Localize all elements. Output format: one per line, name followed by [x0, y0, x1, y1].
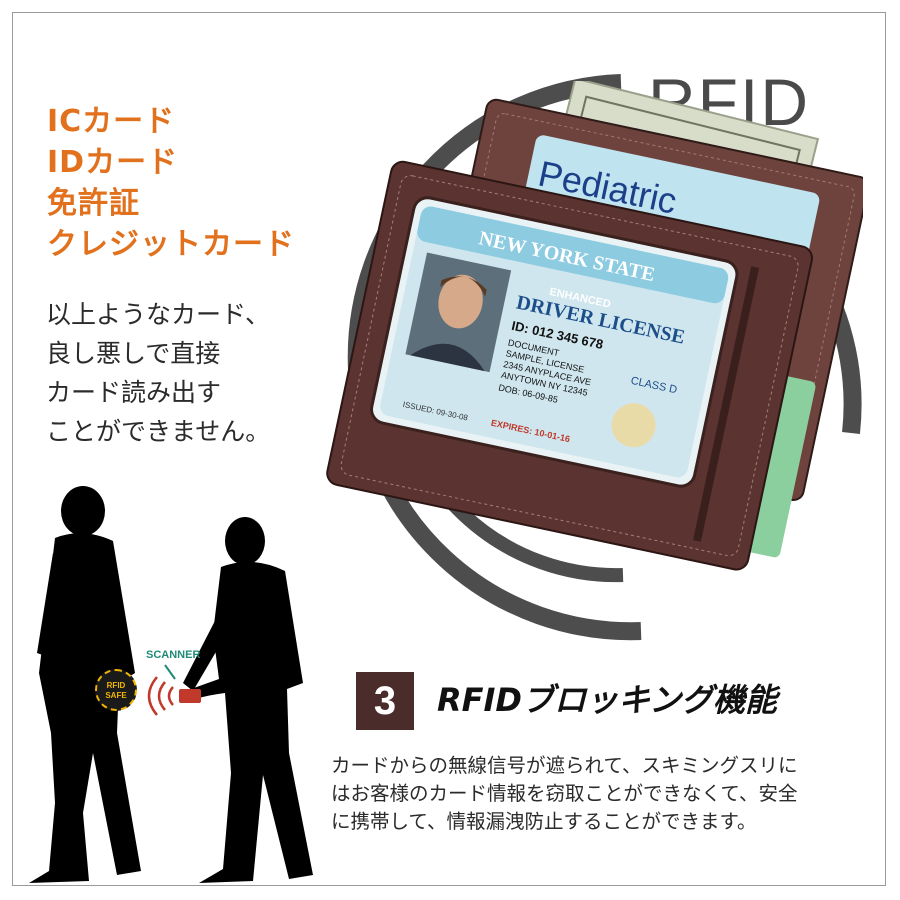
- card-type-item: IDカード: [47, 145, 179, 180]
- description-line: ことができません。: [46, 417, 271, 446]
- description-line: カード読み出す: [46, 378, 222, 407]
- driver-license: NEW YORK STATE ENHANCED DRIVER LICENSE I…: [380, 206, 729, 478]
- badge-line: SAFE: [105, 691, 127, 700]
- card-type-list: ICカード IDカード 免許証 クレジットカード: [47, 101, 295, 265]
- feature-title: RFIDブロッキング機能: [437, 681, 778, 719]
- product-image: RFID ICカード IDカード 免許証 クレジットカード 以上ようなカード、 …: [12, 12, 886, 886]
- feature-number-badge: 3: [356, 672, 414, 730]
- description-line: 以上ようなカード、: [46, 300, 271, 329]
- rfid-safe-badge: RFID SAFE: [95, 669, 137, 711]
- signal-wave-icon: [147, 676, 158, 716]
- scanner-device: [179, 689, 201, 703]
- wallet-illustration: 100 Pediatric NEW YORK STATE ENHANCED DR…: [326, 81, 863, 571]
- feature-description: カードからの無線信号が遮られて、スキミングスリに はお客様のカード情報を窃取こと…: [331, 752, 876, 836]
- scanner-label: SCANNER: [146, 649, 201, 661]
- signal-wave-icon: [157, 681, 166, 711]
- signal-wave-icon: [167, 686, 174, 706]
- person-silhouette-left: [29, 486, 141, 883]
- card-type-item: ICカード: [47, 104, 176, 139]
- pickpocket-silhouettes: [29, 486, 313, 883]
- person-silhouette-right: [183, 517, 313, 883]
- card-type-item: 免許証: [47, 186, 140, 221]
- badge-line: RFID: [106, 681, 126, 690]
- wallet-front: NEW YORK STATE ENHANCED DRIVER LICENSE I…: [326, 160, 814, 571]
- feature-text-line: に携帯して、情報漏洩防止することができます。: [331, 810, 757, 833]
- scanner-pointer: [164, 664, 176, 680]
- feature-text-line: カードからの無線信号が遮られて、スキミングスリに: [331, 754, 798, 777]
- card-type-item: クレジットカード: [47, 227, 295, 262]
- feature-text-line: はお客様のカード情報を窃取ことができなくて、安全: [331, 782, 798, 805]
- description-line: 良し悪しで直接: [46, 339, 221, 368]
- description: 以上ようなカード、 良し悪しで直接 カード読み出す ことができません。: [46, 295, 270, 451]
